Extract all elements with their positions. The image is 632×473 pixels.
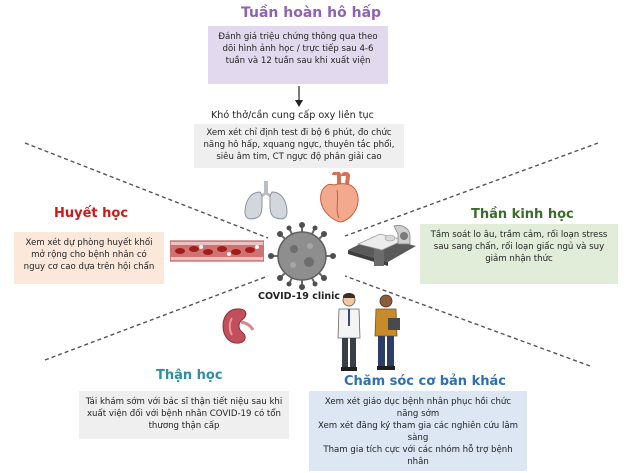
patient-icon	[374, 294, 400, 370]
center-label: COVID-19 clinic	[258, 291, 341, 302]
hematology-text: Xem xét dự phòng huyết khối mở rộng cho …	[23, 238, 155, 272]
respiratory-tests-text: Xem xét chỉ định test đi bộ 6 phút, đo c…	[203, 128, 395, 162]
other-care-item: Xem xét đăng ký tham gia các nghiên cứu …	[318, 421, 518, 443]
neurology-title: Thần kinh học	[471, 207, 574, 222]
other-care-box: Xem xét giáo dục bệnh nhân phục hồi chức…	[309, 391, 527, 471]
respiratory-assessment-text: Đánh giá triệu chứng thông qua theo dõi …	[218, 32, 378, 66]
virus-icon	[268, 222, 336, 290]
divider-left-top	[24, 142, 269, 239]
heart-icon	[320, 172, 359, 223]
flow-arrow-head	[295, 100, 303, 107]
nephrology-title: Thận học	[156, 368, 223, 383]
doctor-icon	[337, 293, 361, 371]
nephrology-text: Tái khám sớm với bác sĩ thận tiết niệu s…	[85, 397, 283, 431]
respiratory-assessment-box: Đánh giá triệu chứng thông qua theo dõi …	[208, 26, 388, 84]
divider-right-bottom	[344, 275, 591, 367]
kidney-icon	[222, 308, 255, 344]
neurology-text: Tầm soát lo âu, trầm cảm, rối loạn stres…	[430, 230, 608, 264]
respiratory-tests-box: Xem xét chỉ định test đi bộ 6 phút, đo c…	[194, 124, 404, 168]
respiratory-title: Tuần hoàn hô hấp	[241, 5, 382, 21]
divider-right-top	[344, 142, 599, 237]
divider-left-bottom	[44, 275, 269, 361]
mri-scanner-icon	[348, 225, 416, 266]
lungs-icon	[244, 181, 288, 220]
respiratory-subtitle: Khó thở/cần cung cấp oxy liên tục	[211, 110, 374, 121]
blood-vessel-icon	[170, 240, 264, 262]
hematology-title: Huyết học	[54, 206, 129, 221]
other-care-title: Chăm sóc cơ bản khác	[344, 374, 506, 389]
hematology-box: Xem xét dự phòng huyết khối mở rộng cho …	[14, 232, 164, 284]
other-care-item: Xem xét giáo dục bệnh nhân phục hồi chức…	[324, 397, 512, 419]
nephrology-box: Tái khám sớm với bác sĩ thận tiết niệu s…	[79, 391, 289, 439]
other-care-item: Tham gia tích cực với các nhóm hỗ trợ bệ…	[323, 445, 513, 467]
neurology-box: Tầm soát lo âu, trầm cảm, rối loạn stres…	[420, 224, 618, 284]
